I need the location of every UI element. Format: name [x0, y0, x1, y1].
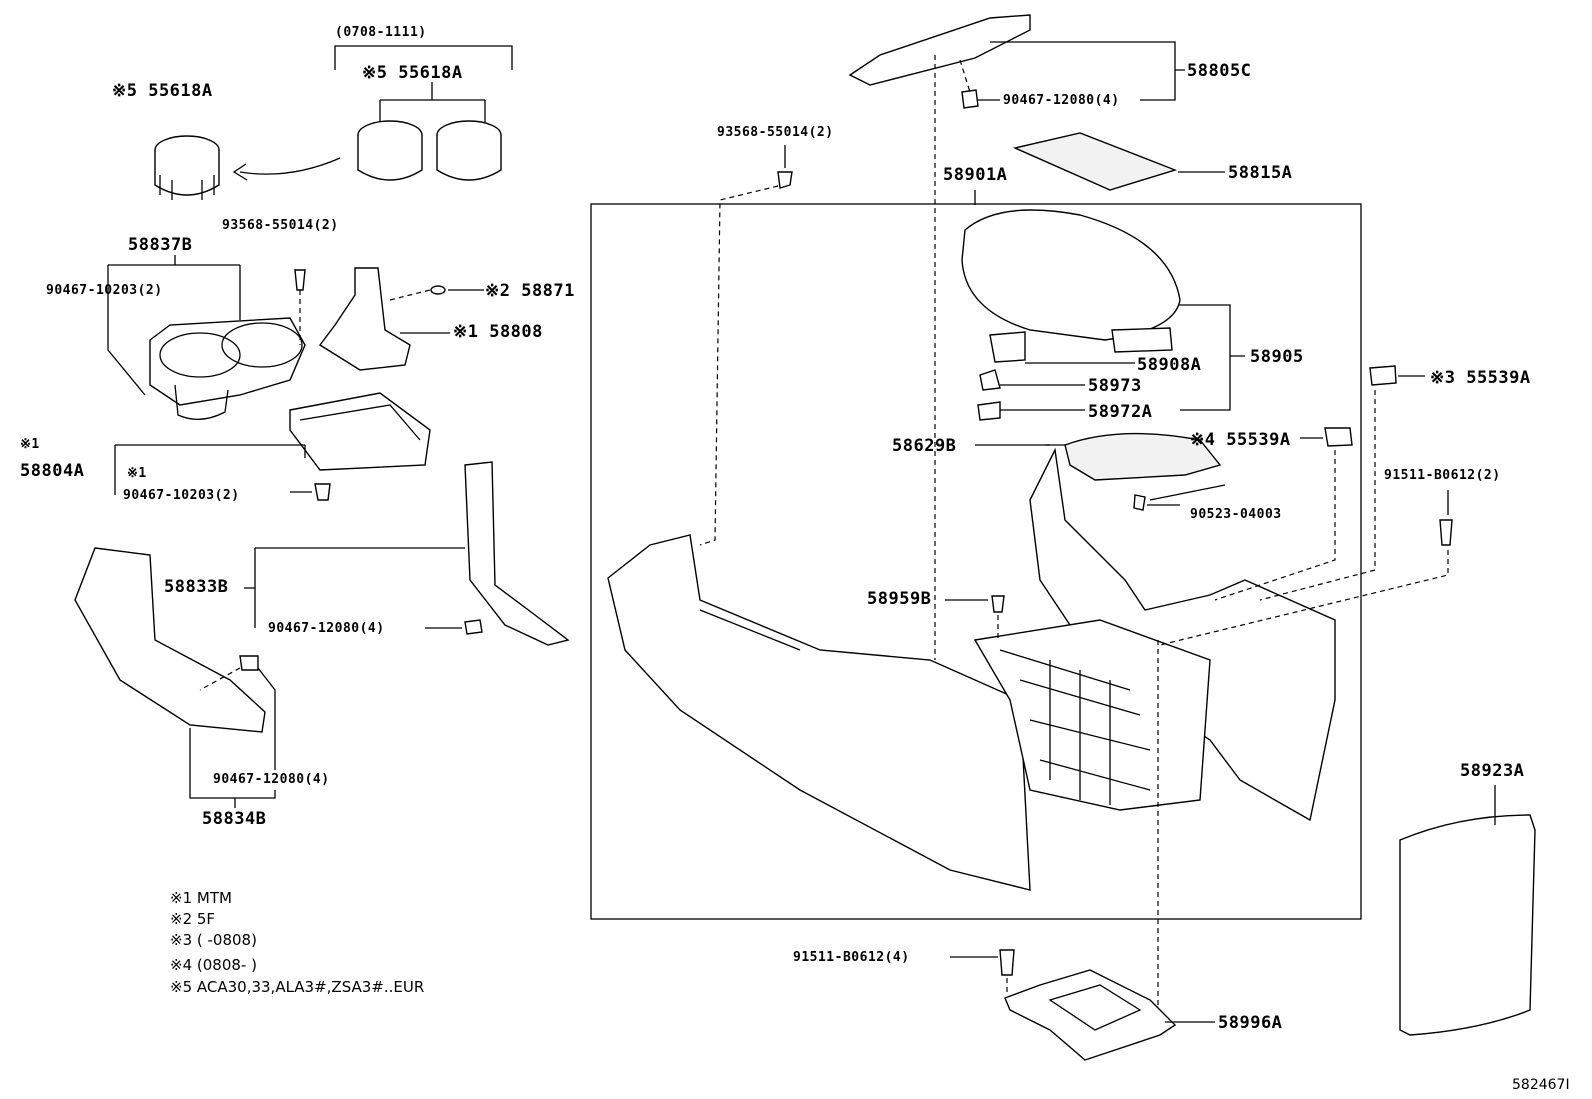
hinge-58908a	[989, 331, 1026, 363]
label-91511-4: 91511-B0612(4)	[793, 950, 910, 965]
armrest-58901a-drawing	[961, 209, 1181, 353]
cup-holder-tray-drawing	[149, 317, 306, 420]
bolt-58959b	[991, 595, 1005, 613]
label-58834b: 58834B	[202, 809, 267, 829]
clip-58973	[979, 369, 1001, 391]
arrow-swap	[239, 157, 341, 175]
note-1: ※1 MTM	[170, 889, 232, 907]
label-58996a: 58996A	[1218, 1013, 1283, 1033]
label-date-range: (0708-1111)	[335, 25, 427, 40]
label-58905: 58905	[1250, 347, 1304, 367]
clip-90467-12080-mid	[464, 619, 483, 635]
clip-58871	[430, 285, 446, 295]
bolt-91511-2	[1439, 519, 1453, 546]
console-body-drawing	[607, 447, 1336, 891]
label-58959b: 58959B	[867, 589, 932, 609]
bolt-93568-mid	[777, 171, 793, 189]
label-58837b: 58837B	[128, 235, 193, 255]
label-58908a: 58908A	[1137, 355, 1202, 375]
label-93568-mid: 93568-55014(2)	[717, 125, 834, 140]
cover-58923a-drawing	[1399, 814, 1536, 1036]
trim-58834b-drawing	[74, 547, 266, 733]
lid-58629b	[1064, 432, 1222, 481]
label-58973: 58973	[1088, 376, 1142, 396]
label-58815a: 58815A	[1228, 163, 1293, 183]
note-3: ※3 ( -0808)	[170, 931, 257, 949]
label-55618a-right: ※5 55618A	[362, 63, 463, 83]
bolt-91511-4	[999, 949, 1015, 976]
clip-90467-12080-low	[239, 655, 259, 671]
label-90523: 90523-04003	[1190, 507, 1282, 522]
label-58923a: 58923A	[1460, 761, 1525, 781]
note-5: ※5 ACA30,33,ALA3#,ZSA3#..EUR	[170, 978, 425, 996]
bolt-93568-left	[294, 269, 306, 291]
label-93568-left: 93568-55014(2)	[222, 218, 339, 233]
label-90467-10203-a: 90467-10203(2)	[46, 283, 163, 298]
panel-58804a-drawing	[289, 392, 431, 471]
label-58808: ※1 58808	[453, 322, 543, 342]
leader-58833b	[244, 547, 465, 628]
label-91511-2: 91511-B0612(2)	[1384, 468, 1501, 483]
shift-boot-drawing	[318, 267, 411, 371]
label-55618a-left: ※5 55618A	[112, 81, 213, 101]
trim-58833b-drawing	[464, 461, 570, 646]
label-58805c: 58805C	[1187, 61, 1252, 81]
clip-90467-12080-top	[961, 89, 979, 109]
cup-holder-pair-drawing	[357, 120, 502, 181]
label-58833b: 58833B	[164, 577, 229, 597]
label-58804a-mark: ※1	[20, 437, 40, 452]
assembly-frame	[590, 203, 1362, 920]
label-90467-12080-low: 90467-12080(4)	[213, 772, 330, 787]
leader-58905	[1178, 304, 1245, 411]
bracket-58805c-drawing	[848, 14, 1031, 86]
label-90467-10203-b-mark: ※1	[127, 466, 147, 481]
label-90467-10203-b: 90467-10203(2)	[123, 488, 240, 503]
label-58901a: 58901A	[943, 165, 1008, 185]
bracket-date-range	[334, 45, 513, 70]
pad-58815a	[1012, 132, 1178, 191]
reference-code: 582467I	[1512, 1077, 1570, 1093]
cup-holder-left-drawing	[154, 135, 220, 200]
label-90467-12080-top: 90467-12080(4)	[1003, 93, 1120, 108]
leader-58805c	[990, 41, 1185, 101]
label-58629b: 58629B	[892, 436, 957, 456]
label-58972a: 58972A	[1088, 402, 1153, 422]
leader-58834b	[189, 728, 276, 808]
label-58804a: 58804A	[20, 461, 85, 481]
clip-58972a	[977, 401, 1001, 421]
spring-rod	[1149, 484, 1226, 501]
note-4: ※4 (0808- )	[170, 956, 257, 974]
clip-90467-10203	[314, 483, 331, 501]
label-90467-12080-mid: 90467-12080(4)	[268, 621, 385, 636]
bracket-58996a-drawing	[1004, 969, 1177, 1061]
label-58871: ※2 58871	[485, 281, 575, 301]
note-2: ※2 5F	[170, 910, 216, 928]
leader-55618a-pair	[379, 82, 486, 122]
leader-58804a	[115, 444, 306, 458]
label-55539a-right: ※3 55539A	[1430, 368, 1531, 388]
clip-90523	[1133, 494, 1146, 511]
label-55539a-mid: ※4 55539A	[1190, 430, 1291, 450]
cap-55539a-right	[1369, 365, 1397, 386]
leader-58837b	[107, 255, 241, 396]
cap-55539a-mid	[1324, 427, 1353, 447]
